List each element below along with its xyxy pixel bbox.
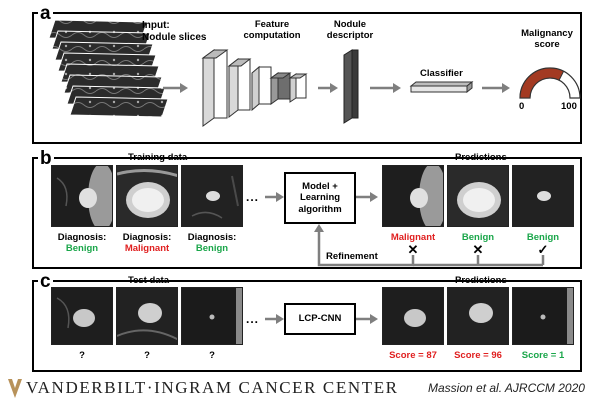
training-caption-1: Diagnosis: Benign	[47, 232, 117, 254]
nodule-descriptor-label: Nodule descriptor	[325, 19, 375, 41]
test-unknown-2: ?	[144, 350, 150, 361]
score-label-line1: Malignancy	[521, 28, 573, 39]
test-image-3	[181, 287, 243, 345]
score-label-3: Score = 1	[521, 350, 565, 361]
gauge-max-label: 100	[561, 101, 577, 112]
training-caption-3: Diagnosis: Benign	[177, 232, 247, 254]
model-text-line-1: Model +	[302, 180, 338, 192]
prediction-mark-3: ✓	[537, 242, 549, 257]
prediction-image-1	[382, 165, 444, 227]
input-label-line2: Nodule slices	[142, 32, 207, 43]
training-data-label: Training data	[128, 152, 188, 163]
diagnosis-prefix-2: Diagnosis:	[122, 232, 172, 243]
feature-label-line2: computation	[243, 30, 301, 41]
malignancy-score-label: Malignancy score	[512, 28, 582, 50]
diagnosis-value-2: Malignant	[124, 243, 170, 254]
diagnosis-prefix-3: Diagnosis:	[187, 232, 237, 243]
test-image-2	[116, 287, 178, 345]
footer-logo-text: VANDERBILT·INGRAM CANCER CENTER	[26, 378, 399, 397]
score-label-1: Score = 87	[389, 350, 437, 361]
descriptor-label-line1: Nodule	[333, 19, 367, 30]
diagnosis-value-1: Benign	[65, 243, 99, 254]
panel-b-label: b	[38, 148, 54, 169]
test-data-label: Test data	[128, 275, 170, 286]
prediction-image-2	[447, 165, 509, 227]
score-image-2	[447, 287, 509, 345]
refinement-label: Refinement	[326, 251, 378, 262]
training-caption-2: Diagnosis: Malignant	[112, 232, 182, 254]
lcp-cnn-box: LCP-CNN	[284, 303, 356, 335]
nodule-slice	[69, 96, 169, 118]
test-unknown-3: ?	[209, 350, 215, 361]
predictions-label-b: Predictions	[455, 152, 507, 163]
model-text-line-3: algorithm	[298, 203, 342, 215]
training-image-1	[51, 165, 113, 227]
prediction-mark-1: ✕	[407, 242, 419, 257]
training-ellipsis: ...	[246, 190, 260, 204]
prediction-label-2: Benign	[461, 232, 495, 243]
footer-citation: Massion et al. AJRCCM 2020	[428, 381, 585, 395]
training-image-3	[181, 165, 243, 227]
classifier-label: Classifier	[420, 68, 463, 79]
input-label: Input: Nodule slices	[142, 20, 206, 44]
gauge-min-label: 0	[519, 101, 525, 112]
predictions-label-c: Predictions	[455, 275, 507, 286]
score-label-2: Score = 96	[454, 350, 502, 361]
prediction-label-3: Benign	[526, 232, 560, 243]
descriptor-label-line2: descriptor	[326, 30, 374, 41]
prediction-mark-2: ✕	[472, 242, 484, 257]
score-label-line2: score	[534, 39, 560, 50]
test-unknown-1: ?	[79, 350, 85, 361]
training-image-2	[116, 165, 178, 227]
prediction-label-1: Malignant	[390, 232, 436, 243]
panel-c-label: c	[38, 271, 53, 292]
input-label-line1: Input:	[142, 20, 170, 31]
test-ellipsis: ...	[246, 312, 260, 326]
diagnosis-value-3: Benign	[195, 243, 229, 254]
score-image-3	[512, 287, 574, 345]
score-image-1	[382, 287, 444, 345]
feature-computation-label: Feature computation	[232, 19, 312, 41]
panel-a-label: a	[38, 3, 53, 24]
prediction-image-3	[512, 165, 574, 227]
feature-label-line1: Feature	[254, 19, 290, 30]
model-text-line-2: Learning	[299, 192, 341, 204]
test-image-1	[51, 287, 113, 345]
diagnosis-prefix-1: Diagnosis:	[57, 232, 107, 243]
